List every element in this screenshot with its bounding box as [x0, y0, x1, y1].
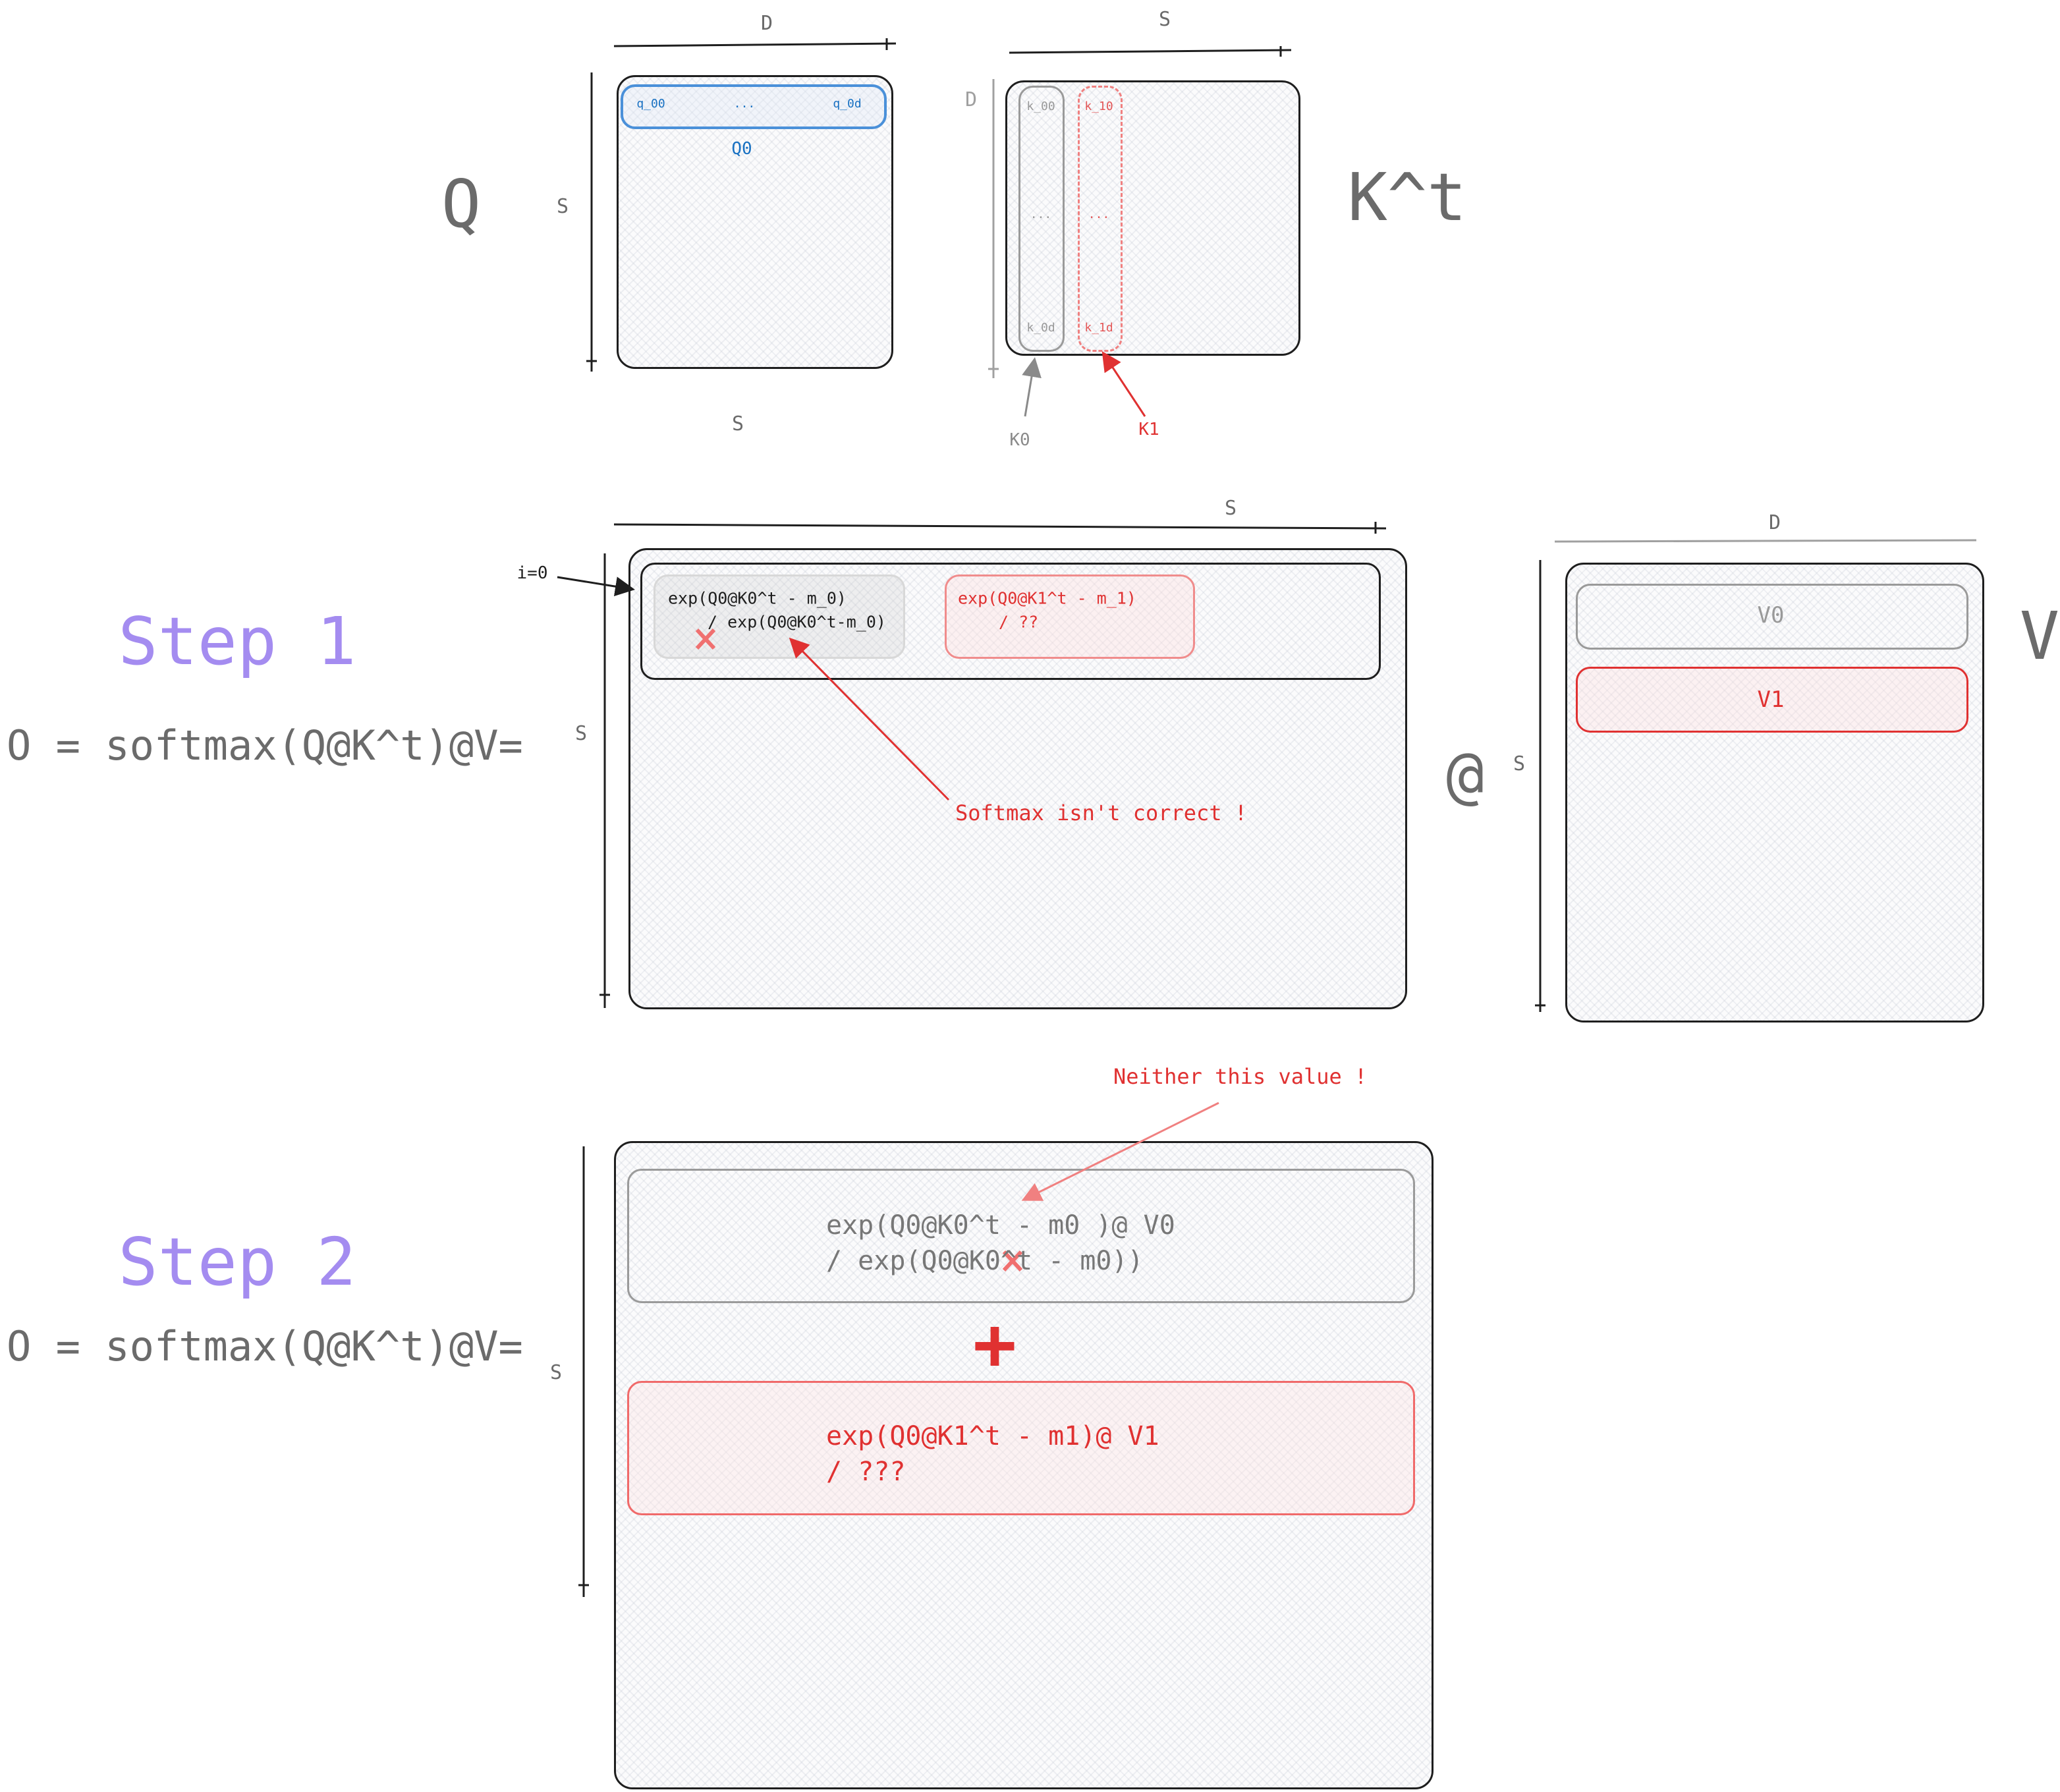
matmul-symbol: @ — [1446, 738, 1484, 812]
output-term-0 — [627, 1169, 1415, 1303]
v0-row — [1576, 584, 1968, 650]
v-label: V — [2019, 598, 2060, 675]
step1-dim-top: S — [1224, 497, 1237, 520]
v0-label: V0 — [1757, 602, 1785, 629]
q-dim-bottom: S — [731, 412, 744, 435]
cell1-line1: exp(Q0@K1^t - m_1) — [958, 588, 1136, 608]
softmax-note: Softmax isn't correct ! — [955, 800, 1248, 826]
k0-name: K0 — [1009, 430, 1030, 450]
plus-icon: + — [972, 1302, 1017, 1386]
cell0-line2: / exp(Q0@K0^t-m_0) — [708, 612, 886, 632]
score-cell-1 — [945, 574, 1195, 659]
q0-name: Q0 — [731, 139, 752, 159]
score-cell-0 — [654, 574, 905, 659]
v-dim-left: S — [1513, 752, 1526, 775]
k0-ellipsis: ... — [1030, 208, 1052, 221]
step1-dim-left: S — [574, 722, 588, 745]
k-dim-left: D — [964, 88, 978, 111]
step2-dim-left: S — [549, 1361, 563, 1384]
step1-title: Step 1 — [118, 603, 356, 680]
q-ellipsis: ... — [733, 97, 756, 111]
term0-line2: / exp(Q0@K0^t - m0)) — [826, 1246, 1144, 1276]
k-label: K^t — [1347, 159, 1467, 236]
row-index-label: i=0 — [516, 563, 548, 583]
x-mark-icon — [695, 628, 1023, 1272]
output-term-1 — [627, 1381, 1415, 1515]
q0d-label: q_0d — [833, 97, 862, 111]
q-dim-left: S — [556, 195, 569, 218]
term1-line2: / ??? — [826, 1457, 906, 1487]
k00-label: k_00 — [1026, 99, 1055, 113]
k10-label: k_10 — [1084, 99, 1113, 113]
k1d-label: k_1d — [1084, 321, 1113, 335]
k0d-label: k_0d — [1026, 321, 1055, 335]
k1-ellipsis: ... — [1088, 208, 1110, 221]
v1-label: V1 — [1757, 686, 1785, 713]
step2-formula: O = softmax(Q@K^t)@V= — [7, 1322, 523, 1370]
term1-line1: exp(Q0@K1^t - m1)@ V1 — [826, 1421, 1159, 1451]
q-dim-top: D — [760, 12, 773, 35]
k0-column — [1018, 86, 1065, 352]
term0-line1: exp(Q0@K0^t - m0 )@ V0 — [826, 1210, 1175, 1241]
k-dim-top: S — [1158, 8, 1171, 31]
q00-label: q_00 — [636, 97, 665, 111]
v-dim-top: D — [1768, 511, 1781, 534]
step2-title: Step 2 — [118, 1223, 356, 1301]
k1-name: K1 — [1138, 420, 1159, 439]
cell0-line1: exp(Q0@K0^t - m_0) — [668, 588, 847, 608]
score-row-0 — [640, 563, 1381, 680]
step1-formula: O = softmax(Q@K^t)@V= — [7, 721, 523, 770]
q-label: Q — [441, 165, 482, 242]
q0-row — [621, 84, 887, 129]
q-matrix — [617, 75, 893, 369]
k1-column — [1078, 86, 1123, 352]
neither-note: Neither this value ! — [1113, 1064, 1368, 1089]
cell1-line2: / ?? — [999, 612, 1039, 632]
v1-row — [1576, 667, 1968, 733]
